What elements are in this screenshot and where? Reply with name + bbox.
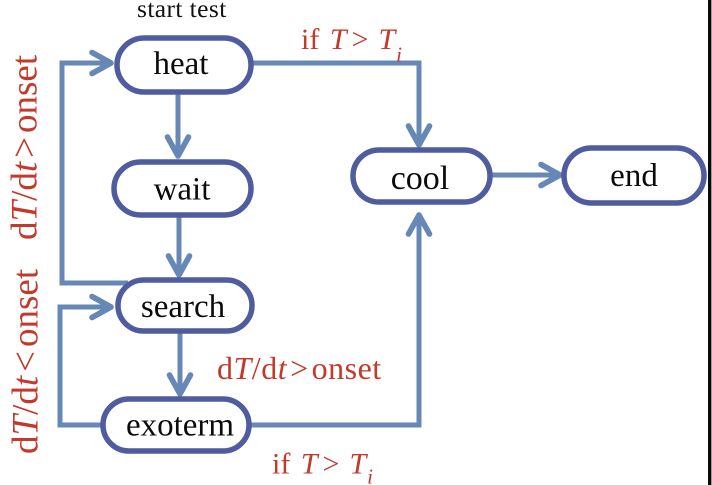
svg-text:wait: wait	[154, 172, 211, 208]
svg-text:search: search	[141, 289, 226, 325]
svg-text:end: end	[610, 158, 658, 194]
svg-text:dT/dt>onset: dT/dt>onset	[5, 54, 46, 240]
svg-text:exoterm: exoterm	[126, 408, 234, 444]
svg-text:dT/dt<onset: dT/dt<onset	[6, 268, 47, 454]
svg-text:cool: cool	[391, 160, 450, 197]
svg-text:dT/dt>onset: dT/dt>onset	[217, 350, 382, 386]
svg-text:heat: heat	[154, 46, 209, 82]
svg-text:start test: start test	[137, 0, 227, 23]
svg-text:if T>Ti: if T>Ti	[272, 448, 373, 485]
